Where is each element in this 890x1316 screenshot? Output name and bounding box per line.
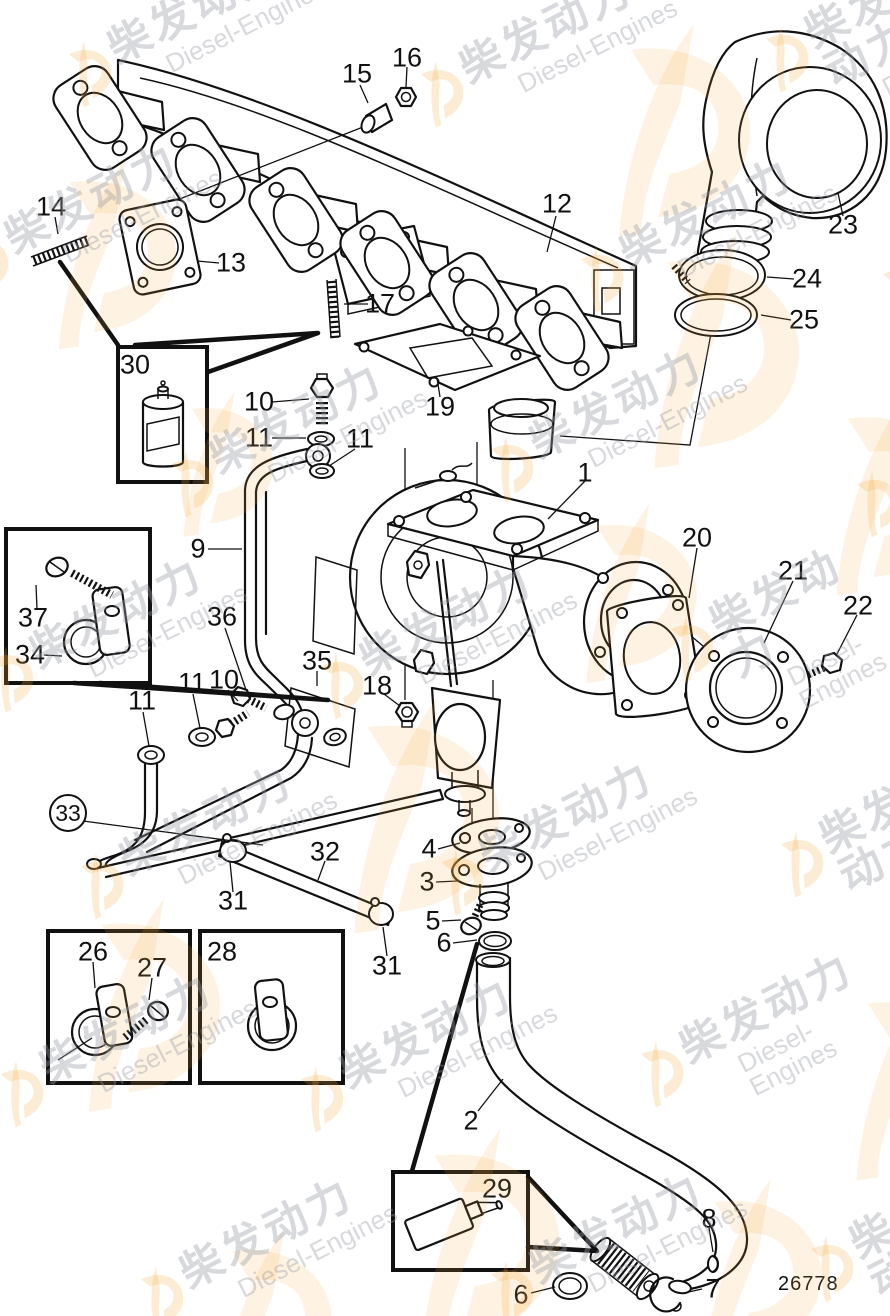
callout-8: 8 bbox=[701, 1203, 717, 1234]
part-washer-11-upper2 bbox=[309, 463, 335, 479]
part-gasket-19 bbox=[353, 322, 542, 392]
callout-10b: 10 bbox=[208, 664, 240, 695]
callout-17: 17 bbox=[364, 288, 396, 319]
part-nut-18 bbox=[394, 701, 420, 728]
part-drain-flange-3 bbox=[451, 846, 533, 921]
sealant-pointer-lines bbox=[57, 259, 600, 1254]
callout-28: 28 bbox=[206, 936, 238, 967]
part-stud-14 bbox=[30, 235, 90, 267]
callout-11d: 11 bbox=[177, 667, 207, 698]
callout-19: 19 bbox=[424, 391, 456, 422]
callout-10a: 10 bbox=[243, 386, 275, 417]
callout-37: 37 bbox=[17, 602, 49, 633]
part-elbow-23 bbox=[696, 30, 888, 269]
part-hose-clamp-24 bbox=[671, 249, 766, 301]
callout-5: 5 bbox=[425, 905, 441, 936]
part-oil-return-group bbox=[86, 555, 445, 927]
part-o-ring-6-upper bbox=[478, 931, 512, 951]
callout-23: 23 bbox=[827, 209, 859, 240]
callout-15: 15 bbox=[341, 58, 373, 89]
part-gasket-20 bbox=[605, 594, 704, 718]
part-drain-socket bbox=[475, 952, 512, 1000]
callout-6a: 6 bbox=[436, 927, 452, 958]
part-bolt-5 bbox=[460, 903, 484, 936]
callout-31a: 31 bbox=[217, 885, 249, 916]
callout-11c: 11 bbox=[127, 685, 157, 716]
part-stud-17 bbox=[326, 278, 341, 339]
part-sleeve-15 bbox=[360, 102, 394, 134]
callout-27: 27 bbox=[136, 952, 168, 983]
callout-14: 14 bbox=[35, 191, 67, 222]
figure-number: 26778 bbox=[778, 1273, 839, 1295]
callout-2: 2 bbox=[463, 1105, 479, 1136]
callout-18: 18 bbox=[361, 670, 393, 701]
leader-lines bbox=[35, 66, 858, 1294]
callout-33: 33 bbox=[49, 794, 87, 832]
inset-box-29 bbox=[391, 1170, 530, 1272]
inset-box-34-37 bbox=[4, 527, 152, 685]
inset-box-26-27 bbox=[46, 929, 192, 1085]
part-cover-plate-21 bbox=[684, 626, 812, 754]
part-plug-8 bbox=[707, 1254, 719, 1274]
part-exhaust-manifold bbox=[52, 58, 638, 391]
inset-box-28 bbox=[198, 929, 345, 1085]
part-nut-16 bbox=[394, 86, 418, 108]
callout-7: 7 bbox=[705, 1273, 721, 1304]
callout-13: 13 bbox=[215, 247, 247, 278]
callout-35: 35 bbox=[301, 645, 333, 676]
callout-36: 36 bbox=[206, 601, 238, 632]
callout-34: 34 bbox=[14, 639, 46, 670]
callout-9: 9 bbox=[190, 533, 206, 564]
callout-29: 29 bbox=[481, 1173, 513, 1204]
callout-20: 20 bbox=[681, 522, 713, 553]
part-screw-22 bbox=[804, 651, 844, 680]
callout-6b: 6 bbox=[513, 1279, 529, 1310]
callout-24: 24 bbox=[791, 263, 823, 294]
callout-21: 21 bbox=[777, 555, 809, 586]
callout-4: 4 bbox=[421, 833, 437, 864]
part-o-ring-25 bbox=[674, 293, 758, 337]
part-banjo-bolt-10-upper bbox=[309, 373, 335, 427]
callout-30: 30 bbox=[119, 349, 151, 380]
part-gasket-13 bbox=[118, 198, 202, 296]
part-drain-hose-2 bbox=[475, 994, 749, 1301]
callout-22: 22 bbox=[842, 590, 874, 621]
callout-31b: 31 bbox=[371, 950, 403, 981]
callout-11b: 11 bbox=[345, 423, 375, 454]
callout-11a: 11 bbox=[244, 422, 274, 453]
callout-25: 25 bbox=[788, 304, 820, 335]
part-retaining-clip-7 bbox=[643, 1276, 682, 1313]
callout-32: 32 bbox=[309, 836, 341, 867]
callout-12: 12 bbox=[541, 188, 573, 219]
callout-1: 1 bbox=[577, 457, 593, 488]
callout-26: 26 bbox=[77, 936, 109, 967]
part-o-ring-6-lower bbox=[552, 1272, 588, 1300]
callout-3: 3 bbox=[419, 866, 435, 897]
part-oil-supply-line-9 bbox=[243, 447, 309, 718]
callout-16: 16 bbox=[391, 42, 423, 73]
part-drain-gasket-4 bbox=[451, 817, 531, 855]
inset-box-30 bbox=[116, 345, 209, 484]
